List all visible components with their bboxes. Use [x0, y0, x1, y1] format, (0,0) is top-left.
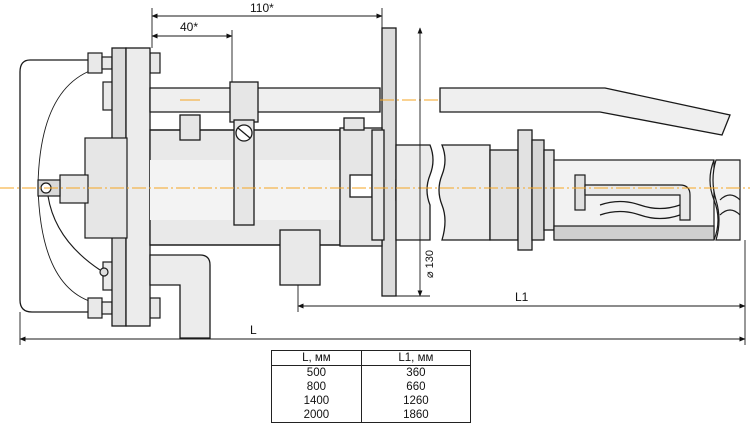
table-row: 500 360 [271, 365, 472, 380]
table-cell: 1260 [360, 394, 472, 408]
dim-diameter-130: ⌀ 130 [424, 250, 436, 278]
insert-tube [395, 144, 491, 241]
table-row: 800 660 [271, 380, 472, 394]
center-axis [0, 99, 750, 189]
table-cell: 500 [271, 365, 362, 380]
dim-L: L [250, 323, 257, 337]
table-cell: 1860 [360, 408, 472, 423]
lower-elbow-pipe [149, 254, 211, 339]
table-header-L: L, мм [271, 350, 362, 366]
dim-110: 110* [250, 1, 274, 15]
dimension-lines [19, 8, 746, 345]
heating-element [553, 159, 741, 241]
dim-L1: L1 [515, 290, 529, 304]
main-flange [111, 47, 151, 327]
table-header-row: L, мм L1, мм [271, 350, 472, 366]
table-cell: 660 [360, 380, 472, 394]
table-header-L1: L1, мм [360, 350, 472, 366]
table-cell: 800 [271, 380, 362, 394]
element-nut [489, 129, 555, 251]
dim-40: 40* [180, 20, 198, 34]
table-row: 2000 1860 [271, 408, 472, 423]
table-row: 1400 1260 [271, 394, 472, 408]
tube-clamp [229, 81, 259, 226]
upper-tube [149, 87, 731, 136]
table-cell: 1400 [271, 394, 362, 408]
length-spec-table: L, мм L1, мм 500 360 800 660 1400 1260 2… [271, 350, 472, 423]
table-cell: 360 [360, 365, 472, 380]
table-cell: 2000 [271, 408, 362, 423]
